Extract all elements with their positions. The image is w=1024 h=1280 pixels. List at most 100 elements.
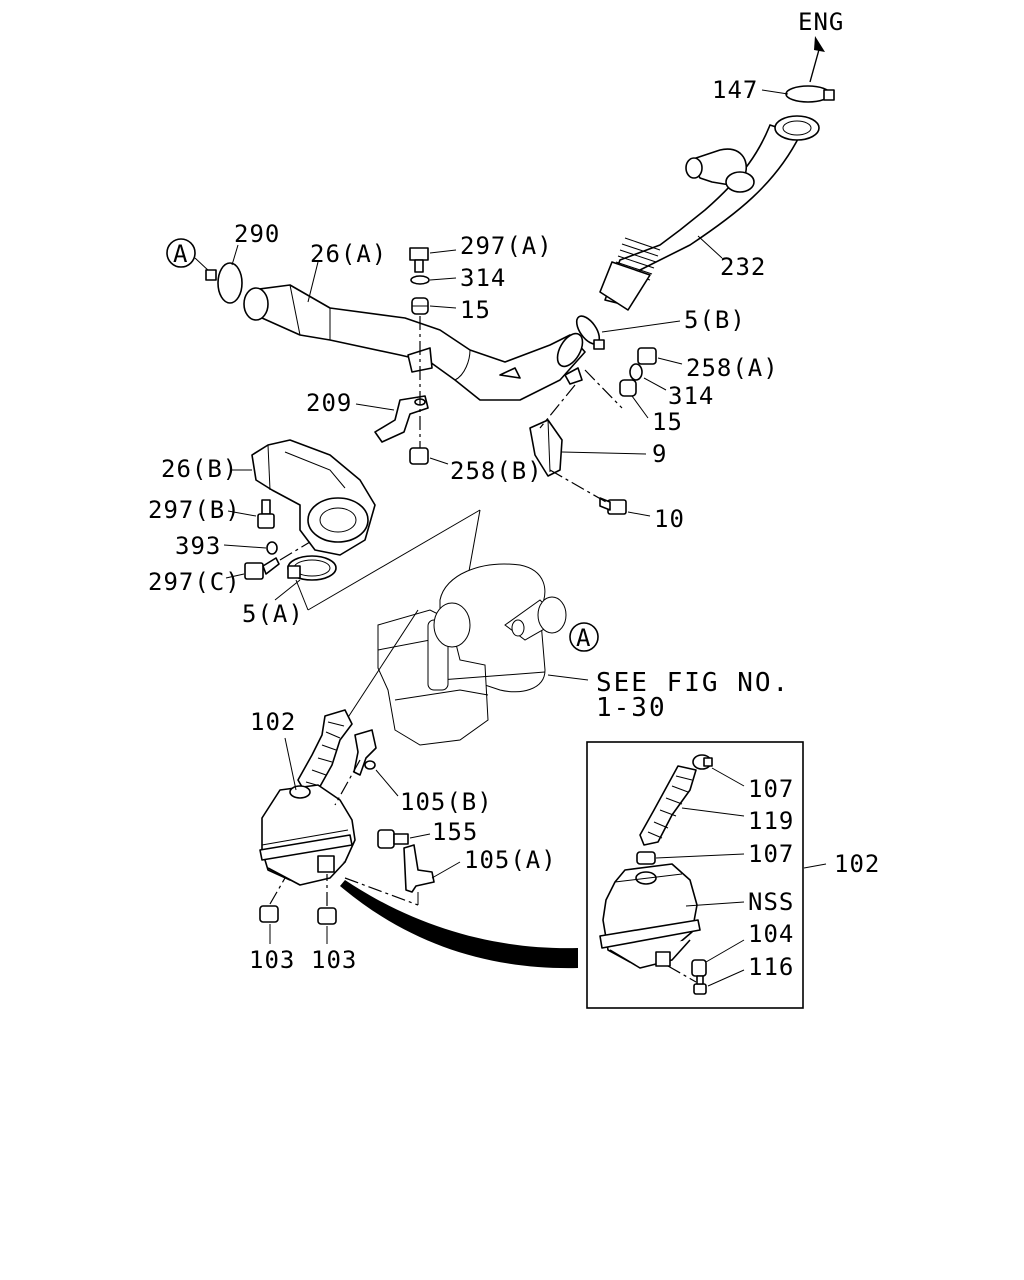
leader-314-right — [643, 377, 667, 391]
leader-inset-107-lower — [655, 853, 745, 859]
label-inset-119: 119 — [748, 807, 794, 835]
part-10-bolt — [599, 497, 627, 515]
leader-inset-119 — [681, 807, 745, 817]
part-147-clamp — [785, 85, 835, 103]
hose-connect-line — [344, 609, 419, 723]
part-258b-nut — [409, 447, 429, 465]
part-102-reservoir-tank — [259, 709, 356, 886]
inset-detail-box — [586, 741, 804, 1009]
label-155: 155 — [432, 818, 478, 846]
part-209-bracket — [374, 395, 429, 443]
label-15-right: 15 — [652, 408, 683, 436]
label-see-fig: SEE FIG NO. — [596, 668, 790, 698]
part-15-grommet-right — [619, 379, 637, 397]
label-102: 102 — [250, 708, 296, 736]
engine-direction-arrow — [809, 36, 825, 83]
label-314-right: 314 — [668, 382, 714, 410]
leader-297b — [227, 510, 257, 517]
centerline-105a — [344, 877, 419, 906]
leader-290 — [231, 244, 239, 266]
label-eng: ENG — [798, 8, 844, 36]
part-314-washer-top — [410, 275, 430, 285]
part-258a-nut — [637, 347, 657, 365]
centerline-103-left — [269, 877, 286, 905]
leader-26a — [307, 261, 319, 303]
part-290-clamp — [205, 262, 243, 304]
label-inset-104: 104 — [748, 920, 794, 948]
leader-10 — [627, 511, 651, 517]
label-393: 393 — [175, 532, 221, 560]
part-5b-clamp — [575, 315, 605, 350]
label-297a: 297(A) — [460, 232, 553, 260]
part-5a-clamp — [287, 555, 337, 581]
leader-314-top — [429, 277, 457, 281]
part-15-grommet-top — [411, 297, 429, 315]
label-209: 209 — [306, 389, 352, 417]
leader-258a — [657, 357, 683, 365]
label-9: 9 — [652, 440, 667, 468]
label-5b: 5(B) — [684, 306, 746, 334]
label-147: 147 — [712, 76, 758, 104]
ref-circle-a-right — [569, 622, 599, 652]
label-26a: 26(A) — [310, 240, 387, 268]
part-103-nut-right — [317, 907, 337, 925]
label-258b: 258(B) — [450, 457, 543, 485]
centerline-right — [584, 369, 623, 409]
part-26a-air-duct — [243, 284, 586, 401]
part-297c-bolt — [244, 557, 280, 580]
connect-line-3 — [295, 579, 309, 611]
part-155-bolt — [377, 829, 409, 849]
label-258a: 258(A) — [686, 354, 779, 382]
leader-297a — [429, 249, 457, 254]
inset-reservoir-tank — [599, 863, 701, 969]
air-cleaner-assembly — [377, 563, 567, 746]
leader-155 — [409, 833, 431, 839]
label-105a: 105(A) — [464, 846, 557, 874]
leader-147 — [761, 89, 789, 95]
leader-inset-nss — [685, 901, 745, 907]
leader-393 — [223, 544, 267, 549]
part-103-nut-left — [259, 905, 279, 923]
inset-part-116-bolt — [693, 975, 707, 995]
leader-inset-102 — [803, 863, 827, 869]
label-inset-nss: NSS — [748, 888, 794, 916]
label-15-top: 15 — [460, 296, 491, 324]
inset-callout-arrow — [340, 880, 578, 969]
label-inset-102: 102 — [834, 850, 880, 878]
leader-15-right — [631, 395, 649, 419]
part-393-washer — [266, 541, 278, 555]
leader-inset-104 — [705, 939, 745, 963]
connect-line-1 — [307, 509, 481, 611]
part-314-washer-right — [629, 363, 643, 381]
part-9-bracket — [529, 419, 563, 477]
label-5a: 5(A) — [242, 600, 304, 628]
label-105b: 105(B) — [400, 788, 493, 816]
label-ref-a-left: A — [173, 240, 188, 268]
label-inset-107-lower: 107 — [748, 840, 794, 868]
label-see-fig-number: 1-30 — [596, 693, 667, 723]
centerline-105b — [334, 759, 361, 806]
label-232: 232 — [720, 253, 766, 281]
label-10: 10 — [654, 505, 685, 533]
label-inset-116: 116 — [748, 953, 794, 981]
leader-105b — [375, 769, 399, 797]
part-105b-bracket — [353, 729, 377, 776]
part-26b-air-duct — [251, 439, 376, 556]
label-inset-107-top: 107 — [748, 775, 794, 803]
label-297c: 297(C) — [148, 568, 241, 596]
leader-5a — [274, 579, 301, 601]
inset-part-119-hose — [639, 765, 697, 846]
leader-232 — [697, 235, 723, 259]
label-103-right: 103 — [311, 946, 357, 974]
leader-9 — [561, 451, 647, 455]
label-297b: 297(B) — [148, 496, 241, 524]
centerline-9 — [539, 384, 576, 429]
ref-circle-a-left — [166, 238, 196, 268]
label-290: 290 — [234, 220, 280, 248]
part-297b-bolt — [257, 499, 275, 529]
inset-part-107-clip-top — [692, 754, 713, 770]
leader-209 — [355, 403, 395, 411]
leader-5b — [601, 320, 681, 333]
leader-inset-107-top — [711, 767, 745, 787]
